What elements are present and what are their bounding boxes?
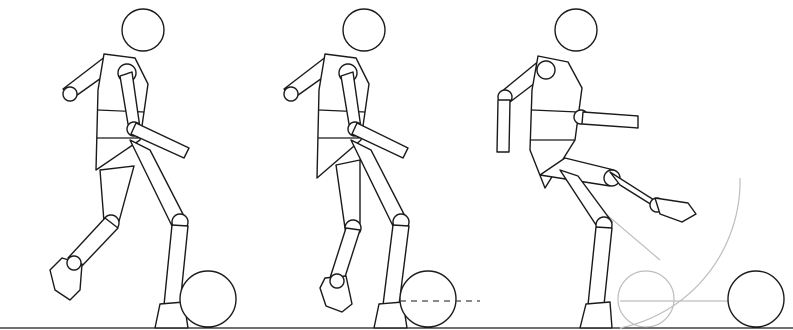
ankle-joint — [67, 256, 81, 270]
kick-foot — [655, 198, 696, 222]
back-thigh — [336, 160, 360, 228]
stand-foot — [580, 302, 612, 328]
shoulder-joint — [537, 61, 555, 79]
stand-shin — [588, 227, 612, 305]
elbow-joint — [284, 87, 298, 101]
soccer-ball — [728, 271, 784, 327]
head — [555, 9, 597, 51]
head — [122, 9, 164, 51]
soccer-ball — [400, 271, 456, 327]
frame-plant — [284, 9, 480, 328]
elbow-joint — [63, 87, 77, 101]
back-forearm — [497, 100, 510, 152]
swing-arc-guide — [620, 178, 740, 328]
frame-approach — [50, 9, 236, 328]
ghost-ball — [618, 271, 674, 327]
back-thigh — [100, 166, 134, 225]
front-forearm — [582, 112, 638, 128]
back-shin — [330, 228, 360, 280]
frame-kick — [497, 9, 784, 328]
ankle-joint — [330, 274, 344, 288]
head — [343, 9, 385, 51]
soccer-ball — [180, 271, 236, 327]
